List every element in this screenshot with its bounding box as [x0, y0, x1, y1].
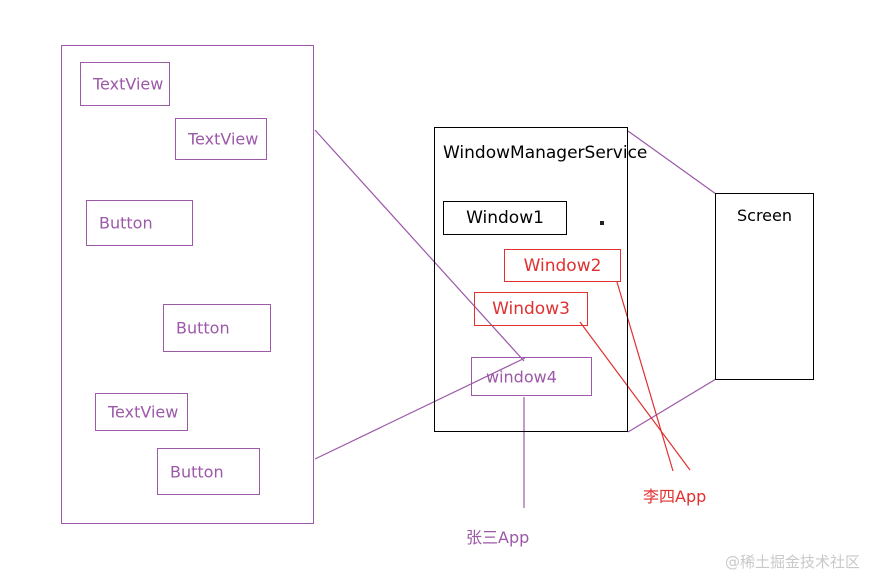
app-widget-label: TextView	[93, 74, 164, 94]
wms-bottom-to-screen-bottom	[627, 378, 717, 433]
app-widget-textview-1[interactable]: TextView	[175, 118, 267, 160]
app-widget-button-3[interactable]: Button	[163, 304, 271, 352]
window-manager-service-box	[434, 127, 628, 432]
app-widget-label: TextView	[108, 402, 179, 422]
app-widget-button-5[interactable]: Button	[157, 448, 260, 495]
app-widget-label: Button	[176, 318, 230, 338]
app-widget-label: Button	[170, 462, 224, 481]
app-widget-button-2[interactable]: Button	[86, 200, 193, 246]
screen-box: Screen	[715, 193, 814, 380]
decorative-dot	[600, 221, 604, 225]
zhangsan-app-panel	[61, 45, 314, 524]
lisi-app-label: 李四App	[643, 487, 707, 506]
wms-window-label: window4	[486, 367, 557, 386]
wms-window1-box[interactable]: Window1	[443, 201, 567, 235]
zhangsan-app-label: 张三App	[466, 528, 530, 547]
wms-window-label: Window1	[466, 208, 544, 228]
screen-label: Screen	[736, 206, 793, 225]
wms-window4-box[interactable]: window4	[471, 357, 592, 396]
wms-window-label: Window3	[492, 299, 570, 319]
app-widget-textview-4[interactable]: TextView	[95, 393, 188, 431]
wms-window-label: Window2	[523, 255, 602, 276]
wms-window2-box[interactable]: Window2	[504, 249, 621, 282]
app-widget-label: TextView	[188, 129, 259, 149]
window-manager-service-title: WindowManagerService	[443, 143, 648, 163]
wms-window3-box[interactable]: Window3	[474, 292, 588, 326]
app-widget-textview-0[interactable]: TextView	[80, 62, 170, 106]
app-widget-label: Button	[99, 213, 153, 233]
watermark: @稀土掘金技术社区	[724, 553, 860, 571]
